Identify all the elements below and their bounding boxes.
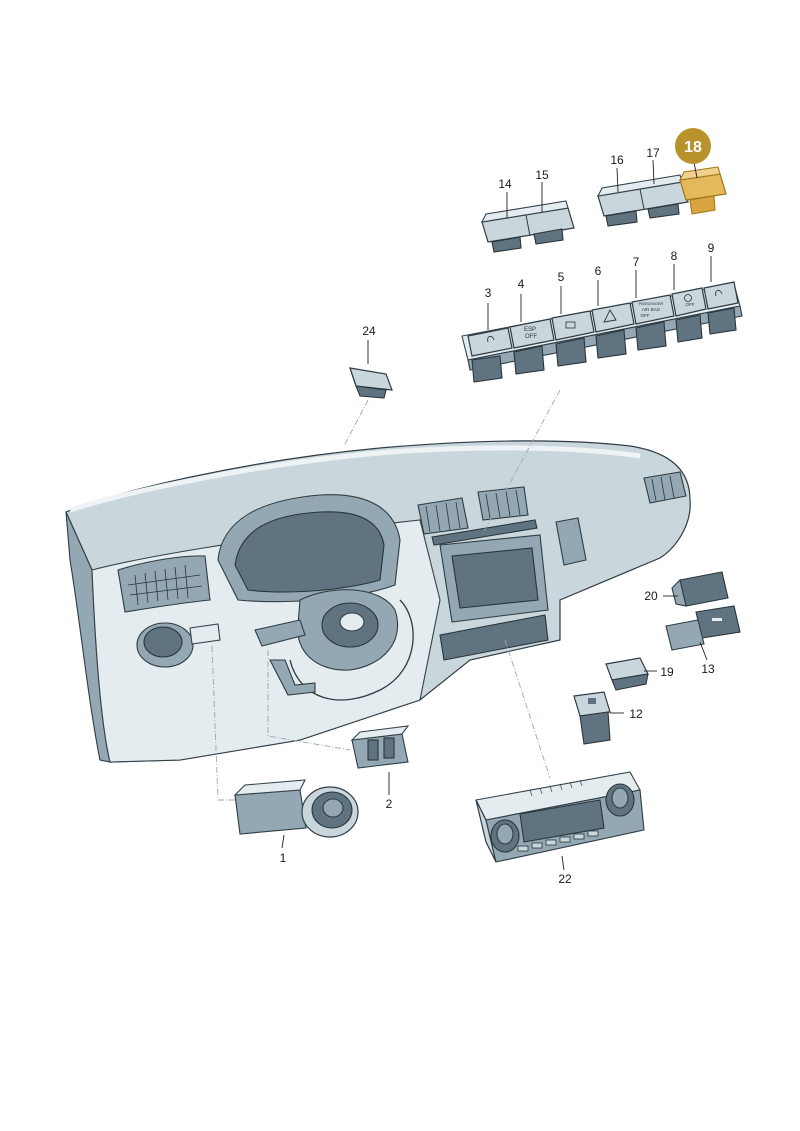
callout-14[interactable]: 14 xyxy=(498,177,512,191)
esp-off-label: OFF xyxy=(525,334,537,340)
switch-strip: ESP OFF PASSENGER AIR BAG OFF OFF xyxy=(461,281,743,383)
callout-15[interactable]: 15 xyxy=(535,168,549,182)
callout-18[interactable]: 18 xyxy=(684,139,702,156)
callout-5[interactable]: 5 xyxy=(558,270,565,284)
part-12-switch xyxy=(573,691,611,745)
passenger-label: PASSENGER xyxy=(639,301,664,306)
part-1-light-switch xyxy=(233,779,359,838)
part-19-cover xyxy=(605,657,649,691)
callout-7[interactable]: 7 xyxy=(633,255,640,269)
part-14-15-blanks xyxy=(481,200,575,253)
part-2-switch xyxy=(350,725,410,769)
callout-22[interactable]: 22 xyxy=(558,872,572,886)
part-20-switch xyxy=(671,571,729,607)
part-22-climate-control xyxy=(475,771,645,863)
callout-9[interactable]: 9 xyxy=(708,241,715,255)
part-16-17-18-blanks xyxy=(597,166,727,227)
callout-20[interactable]: 20 xyxy=(644,589,658,603)
callout-13[interactable]: 13 xyxy=(701,662,715,676)
callout-4[interactable]: 4 xyxy=(518,277,525,291)
hazard-icon xyxy=(603,309,617,323)
airbag-label: AIR BAG xyxy=(642,307,661,312)
dashboard-assembly xyxy=(65,440,691,763)
callout-17[interactable]: 17 xyxy=(646,146,660,160)
callout-24[interactable]: 24 xyxy=(362,324,376,338)
connection-lines xyxy=(211,389,561,801)
callout-19[interactable]: 19 xyxy=(660,665,674,679)
part-13-switch xyxy=(665,605,741,651)
esp-label: ESP xyxy=(524,327,536,333)
rear-defrost-icon xyxy=(565,321,576,329)
callout-8[interactable]: 8 xyxy=(671,249,678,263)
callout-2[interactable]: 2 xyxy=(386,797,393,811)
left-vent-grille xyxy=(127,564,203,606)
part-24-clip xyxy=(349,367,393,399)
callout-12[interactable]: 12 xyxy=(629,707,643,721)
callout-6[interactable]: 6 xyxy=(595,264,602,278)
highlight-badge[interactable] xyxy=(675,128,711,164)
leader-lines xyxy=(281,159,712,871)
callout-16[interactable]: 16 xyxy=(610,153,624,167)
start-stop-off-label: OFF xyxy=(686,302,695,307)
start-stop-icon xyxy=(684,294,692,302)
airbag-off-label: OFF xyxy=(641,313,650,318)
seat-heat-left-icon xyxy=(487,335,495,343)
callouts: 1 2 3 4 5 6 7 8 9 12 13 14 15 16 17 19 2… xyxy=(280,146,715,886)
callout-1[interactable]: 1 xyxy=(280,851,287,865)
callout-3[interactable]: 3 xyxy=(485,286,492,300)
seat-heat-right-icon xyxy=(715,289,723,297)
